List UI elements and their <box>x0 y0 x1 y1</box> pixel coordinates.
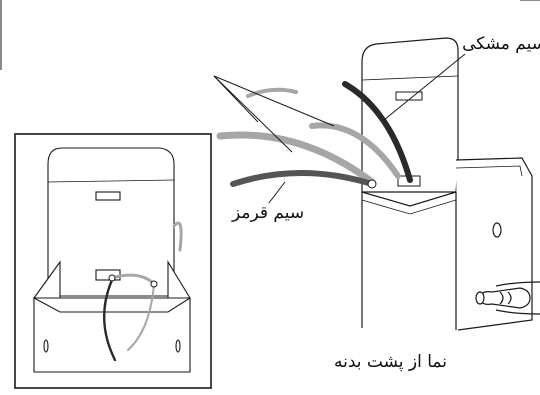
red-wire <box>230 170 375 187</box>
black-wire <box>342 81 413 183</box>
black-wire-label: سیم مشکی <box>460 34 540 54</box>
wires-main-view <box>216 81 413 189</box>
gray-wire-upper <box>309 122 401 179</box>
red-wire-label: سیم قرمز <box>230 203 307 223</box>
gray-wire-loose <box>246 87 298 98</box>
grommet <box>367 179 377 189</box>
power-inlet-connector <box>475 281 540 315</box>
cabinet-rear-view <box>361 37 533 331</box>
rear-view-caption: نما از پشت بدنه <box>334 352 447 372</box>
detail-inset <box>14 133 212 389</box>
gray-wire-lower <box>216 131 376 186</box>
page-frame <box>0 0 540 70</box>
